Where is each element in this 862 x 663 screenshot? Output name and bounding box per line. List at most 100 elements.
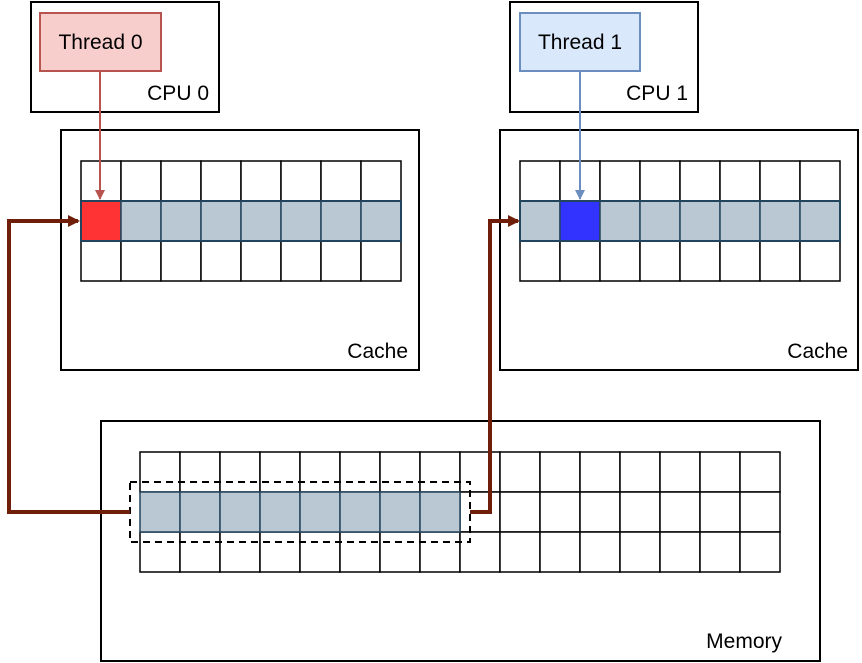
thread-0-label: Thread 0 xyxy=(58,31,142,54)
cache-0-label: Cache xyxy=(347,340,408,363)
cache-line-cell xyxy=(360,200,402,242)
memory-cell xyxy=(499,531,541,573)
cpu-1: Thread 1 CPU 1 xyxy=(509,1,699,113)
cache-line-cell xyxy=(759,200,801,242)
memory-cell xyxy=(539,451,581,493)
cache-cell xyxy=(679,240,721,282)
memory-cell xyxy=(499,491,541,533)
cache-line-cell xyxy=(799,200,841,242)
memory-cell xyxy=(619,451,661,493)
cache-line-cell xyxy=(679,200,721,242)
cache-cell xyxy=(759,240,801,282)
memory-cell xyxy=(659,451,701,493)
cache-0-grid xyxy=(80,160,402,282)
cache-0: Cache xyxy=(60,129,420,371)
memory: Memory xyxy=(100,420,821,662)
cache-1: Cache xyxy=(499,129,859,371)
cache-cell xyxy=(799,160,841,202)
cache-cell xyxy=(160,240,202,282)
cpu-0-label: CPU 0 xyxy=(147,82,209,105)
cache-1-label: Cache xyxy=(787,340,848,363)
memory-cell xyxy=(539,491,581,533)
memory-cache-line-cell xyxy=(339,491,381,533)
memory-cell xyxy=(699,531,741,573)
cache-line-cell xyxy=(160,200,202,242)
cache-cell xyxy=(559,240,601,282)
memory-to-cache-1-arrow xyxy=(470,215,520,514)
memory-cell xyxy=(299,531,341,573)
memory-cell xyxy=(219,451,261,493)
memory-cache-line-cell xyxy=(179,491,221,533)
memory-cache-line-cell xyxy=(379,491,421,533)
memory-grid xyxy=(139,451,781,573)
cache-line-cell xyxy=(320,200,362,242)
cache-cell xyxy=(240,160,282,202)
thread-1-box xyxy=(519,12,641,72)
cache-cell xyxy=(80,240,122,282)
memory-cell xyxy=(339,451,381,493)
thread-0-box xyxy=(39,12,162,72)
memory-cell xyxy=(459,531,501,573)
cache-cell xyxy=(599,160,641,202)
memory-cell xyxy=(139,451,181,493)
cache-cell-accessed xyxy=(80,200,122,242)
memory-cell xyxy=(659,531,701,573)
memory-cell xyxy=(699,451,741,493)
memory-cell xyxy=(539,531,581,573)
cpu-0: Thread 0 CPU 0 xyxy=(30,1,220,113)
cache-cell xyxy=(360,240,402,282)
cache-line-cell xyxy=(200,200,242,242)
cache-cell xyxy=(200,240,242,282)
cache-cell xyxy=(200,160,242,202)
cache-cell xyxy=(120,240,162,282)
cache-cell xyxy=(519,160,561,202)
memory-cell xyxy=(739,491,781,533)
memory-cell xyxy=(739,531,781,573)
memory-cache-line-cell xyxy=(259,491,301,533)
cache-cell xyxy=(799,240,841,282)
memory-cache-line-cell xyxy=(139,491,181,533)
memory-cell xyxy=(379,531,421,573)
cache-line-cell xyxy=(599,200,641,242)
cache-cell xyxy=(360,160,402,202)
memory-to-cache-0-arrow xyxy=(7,215,130,514)
memory-cell xyxy=(619,531,661,573)
cache-line-outline xyxy=(519,200,841,242)
memory-cell xyxy=(179,451,221,493)
cache-line-cell xyxy=(639,200,681,242)
memory-cell xyxy=(699,491,741,533)
memory-cache-line-cell xyxy=(299,491,341,533)
cache-cell-accessed xyxy=(559,200,601,242)
memory-cell xyxy=(579,451,621,493)
cache-cell xyxy=(719,240,761,282)
memory-cell xyxy=(579,491,621,533)
memory-cell xyxy=(219,531,261,573)
memory-cell xyxy=(659,491,701,533)
thread-1-label: Thread 1 xyxy=(538,31,622,54)
memory-cell xyxy=(139,531,181,573)
cache-cell xyxy=(759,160,801,202)
memory-cell xyxy=(499,451,541,493)
memory-cell xyxy=(419,451,461,493)
cache-cell xyxy=(320,240,362,282)
cache-cell xyxy=(639,160,681,202)
memory-cell xyxy=(619,491,661,533)
cache-line-cell xyxy=(519,200,561,242)
memory-cell xyxy=(739,451,781,493)
memory-cell xyxy=(579,531,621,573)
cache-cell xyxy=(280,240,322,282)
cache-line-outline xyxy=(80,200,402,242)
cache-cell xyxy=(280,160,322,202)
cache-cell xyxy=(160,160,202,202)
cache-line-cell xyxy=(240,200,282,242)
memory-cell xyxy=(179,531,221,573)
cache-cell xyxy=(599,240,641,282)
cache-cell xyxy=(719,160,761,202)
cache-line-cell xyxy=(280,200,322,242)
cache-cell xyxy=(519,240,561,282)
cache-cell xyxy=(639,240,681,282)
memory-cell xyxy=(379,451,421,493)
cpu-1-label: CPU 1 xyxy=(626,82,688,105)
cache-cell xyxy=(120,160,162,202)
cache-cell xyxy=(240,240,282,282)
